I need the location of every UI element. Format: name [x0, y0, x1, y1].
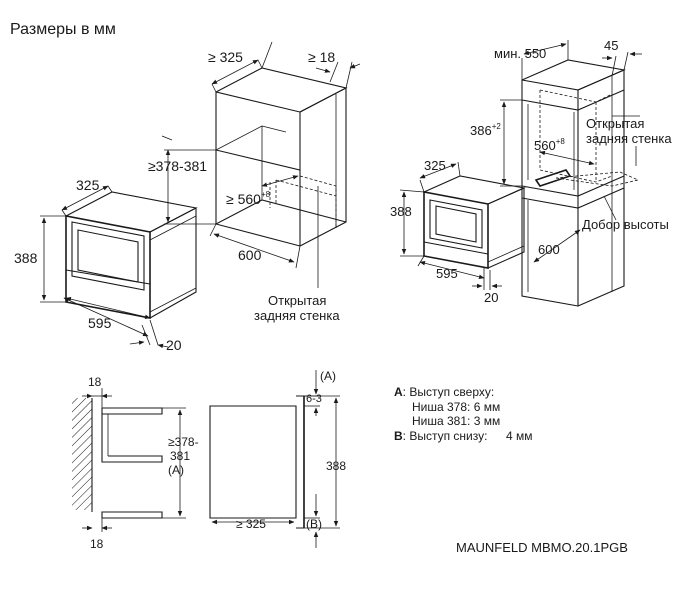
left-oven-dims: 325 388 595 20 [14, 177, 182, 353]
side-marker-b: (B) [306, 517, 322, 531]
notes: A: Выступ сверху: Ниша 378: 6 мм Ниша 38… [394, 385, 533, 443]
right-height-add: Добор высоты [582, 217, 669, 232]
right-oven-height: 388 [390, 204, 412, 219]
side-height: 388 [326, 459, 346, 473]
left-niche-height: ≥378-381 [148, 158, 207, 174]
right-niche-width: 560+8 [534, 137, 565, 153]
side-offset: 6-3 [306, 393, 322, 405]
side-section-drawing [72, 395, 305, 529]
right-niche-height: 386+2 [470, 122, 501, 138]
left-open-back-line2: задняя стенка [254, 308, 340, 323]
page-title: Размеры в мм [10, 21, 116, 38]
right-column-dims: мин. 550 45 386+2 560+8 Открытая задняя … [470, 38, 672, 263]
left-oven-width: 595 [88, 315, 112, 331]
note-a-line2: Ниша 378: 6 мм [412, 400, 500, 414]
left-niche-depth: ≥ 325 [208, 49, 243, 65]
left-oven-front: 20 [166, 337, 182, 353]
side-niche-height-mark: (A) [168, 463, 184, 477]
right-oven-drawing [423, 175, 526, 269]
right-oven-width: 595 [436, 266, 458, 281]
note-b: B: Выступ снизу: [394, 429, 487, 443]
side-niche-height-1: ≥378- [168, 435, 199, 449]
side-niche-height-2: 381 [170, 449, 190, 463]
right-col-depth: 45 [604, 38, 618, 53]
left-oven-drawing [65, 191, 198, 319]
right-oven-front: 20 [484, 290, 498, 305]
side-marker-a: (A) [320, 369, 336, 383]
right-oven-depth: 325 [424, 158, 446, 173]
right-cabinet-width: 600 [538, 242, 560, 257]
left-oven-height: 388 [14, 250, 38, 266]
left-open-back-line1: Открытая [268, 293, 326, 308]
left-oven-depth: 325 [76, 177, 100, 193]
note-a: A: Выступ сверху: [394, 385, 494, 399]
model-name: MAUNFELD MBMO.20.1PGB [456, 540, 628, 555]
right-oven-dims: 325 388 595 20 [390, 158, 502, 305]
note-b-value: 4 мм [506, 429, 533, 443]
left-niche-width: ≥ 560+8 [226, 190, 271, 207]
side-section-dims: 18 18 ≥378- 381 (A) ≥ 325 (A) 6-3 388 (B… [82, 369, 346, 551]
left-niche-dims: ≥ 325 ≥ 18 ≥378-381 ≥ 560+8 600 Открытая… [148, 41, 361, 323]
left-niche-drawing [215, 67, 348, 247]
side-top-gap: 18 [88, 375, 102, 389]
right-open-back-line1: Открытая [586, 116, 644, 131]
right-open-back-line2: задняя стенка [586, 131, 672, 146]
note-a-line3: Ниша 381: 3 мм [412, 414, 500, 428]
side-bottom-gap: 18 [90, 537, 104, 551]
side-depth: ≥ 325 [236, 517, 266, 531]
left-niche-cabinet-width: 600 [238, 247, 262, 263]
left-niche-top-gap: ≥ 18 [308, 49, 335, 65]
right-min-depth: мин. 550 [494, 46, 546, 61]
right-column-drawing [521, 59, 640, 307]
